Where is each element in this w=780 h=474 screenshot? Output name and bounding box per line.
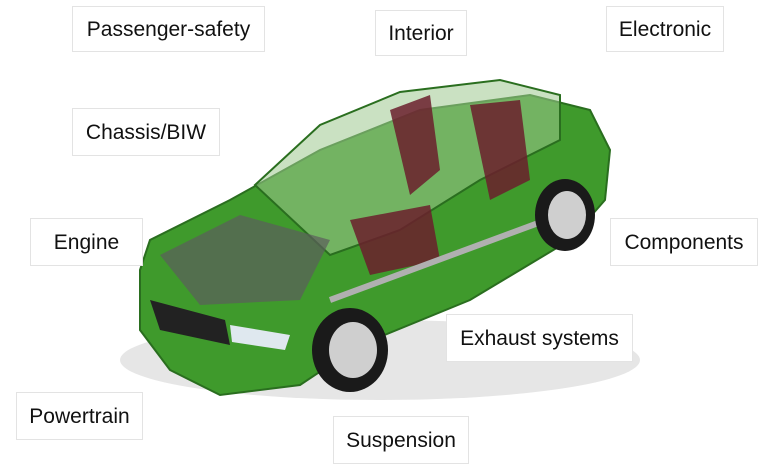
label-components: Components bbox=[610, 218, 758, 266]
engine-bay bbox=[160, 215, 330, 305]
exhaust-pipe bbox=[328, 212, 562, 303]
label-passenger-safety: Passenger-safety bbox=[72, 6, 265, 52]
label-suspension: Suspension bbox=[333, 416, 469, 464]
label-interior: Interior bbox=[375, 10, 467, 56]
car-seats bbox=[350, 95, 530, 275]
label-chassis-biw: Chassis/BIW bbox=[72, 108, 220, 156]
headlight bbox=[230, 325, 290, 350]
label-exhaust-systems: Exhaust systems bbox=[446, 314, 633, 362]
label-powertrain: Powertrain bbox=[16, 392, 143, 440]
front-grille bbox=[150, 300, 230, 345]
label-electronic: Electronic bbox=[606, 6, 724, 52]
rear-wheel bbox=[535, 179, 595, 251]
label-engine: Engine bbox=[30, 218, 143, 266]
front-wheel bbox=[312, 308, 388, 392]
